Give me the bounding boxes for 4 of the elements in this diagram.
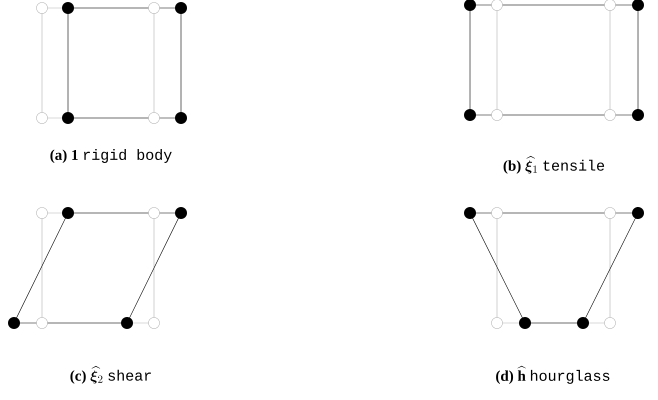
caption: (c) $\widehat{\boldsymbol{\xi}}_2$ shear	[70, 366, 151, 384]
caption: (b) $\widehat{\boldsymbol{\xi}}_1$ tensile	[504, 156, 604, 174]
caption: (a) $\mathbf{1}$ rigid body	[50, 148, 172, 164]
caption: (d) $\widehat{\mathbf{h}}$ hourglass	[496, 366, 610, 384]
